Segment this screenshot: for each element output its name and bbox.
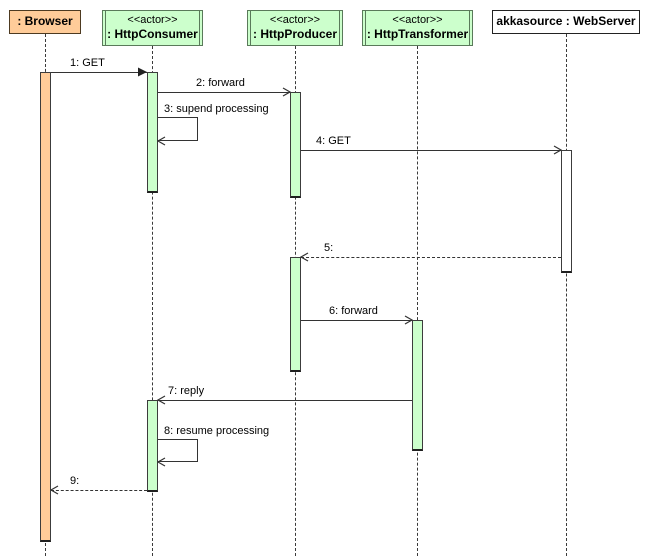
message-line-6[interactable] [301, 320, 412, 321]
message-line-9[interactable] [51, 490, 147, 491]
participant-stereotype: <<actor>> [269, 14, 321, 27]
participant-webserver[interactable]: akkasource : WebServer [492, 10, 640, 34]
message-label: 7: reply [168, 385, 205, 397]
participant-browser[interactable]: : Browser [9, 10, 81, 34]
participant-http-consumer[interactable]: <<actor>>: HttpConsumer [102, 10, 203, 46]
activation-http-consumer-6[interactable] [147, 400, 158, 492]
lifeline-http-consumer [152, 46, 153, 556]
open-arrowhead-icon [157, 136, 167, 146]
participant-stereotype: <<actor>> [127, 14, 178, 27]
open-arrowhead-icon [300, 252, 310, 262]
activation-http-producer-4[interactable] [290, 257, 301, 372]
activation-http-transformer-5[interactable] [412, 320, 423, 451]
participant-name: akkasource : WebServer [496, 14, 636, 29]
activation-webserver-3[interactable] [561, 150, 572, 273]
filled-arrowhead-icon [138, 67, 148, 77]
lifeline-webserver [566, 34, 567, 556]
participant-name: : HttpConsumer [107, 27, 198, 42]
open-arrowhead-icon [403, 315, 413, 325]
lifeline-http-transformer [417, 46, 418, 556]
message-line-7[interactable] [158, 400, 412, 401]
message-line-4[interactable] [301, 150, 561, 151]
message-label: 9: [70, 475, 80, 487]
open-arrowhead-icon [552, 145, 562, 155]
participant-name: : HttpTransformer [366, 27, 469, 42]
activation-browser-0[interactable] [40, 72, 51, 542]
message-line-1[interactable] [51, 72, 147, 73]
self-message-loop-8[interactable] [158, 439, 198, 462]
participant-name: : Browser [17, 14, 73, 29]
message-label: 2: forward [196, 77, 245, 89]
activation-http-producer-2[interactable] [290, 92, 301, 198]
open-arrowhead-icon [157, 457, 167, 467]
message-label: 8: resume processing [164, 425, 270, 437]
participant-stereotype: <<actor>> [392, 14, 443, 27]
message-label: 4: GET [316, 135, 351, 147]
message-label: 1: GET [70, 57, 105, 69]
participant-http-transformer[interactable]: <<actor>>: HttpTransformer [362, 10, 473, 46]
message-line-2[interactable] [158, 92, 290, 93]
participant-http-producer[interactable]: <<actor>>: HttpProducer [247, 10, 343, 46]
open-arrowhead-icon [281, 87, 291, 97]
message-label: 3: supend processing [164, 103, 269, 115]
self-message-loop-3[interactable] [158, 117, 198, 141]
activation-http-consumer-1[interactable] [147, 72, 158, 193]
message-label: 5: [324, 242, 334, 254]
message-line-5[interactable] [301, 257, 561, 258]
message-label: 6: forward [329, 305, 378, 317]
open-arrowhead-icon [50, 485, 60, 495]
participant-name: : HttpProducer [253, 27, 337, 42]
open-arrowhead-icon [157, 395, 167, 405]
